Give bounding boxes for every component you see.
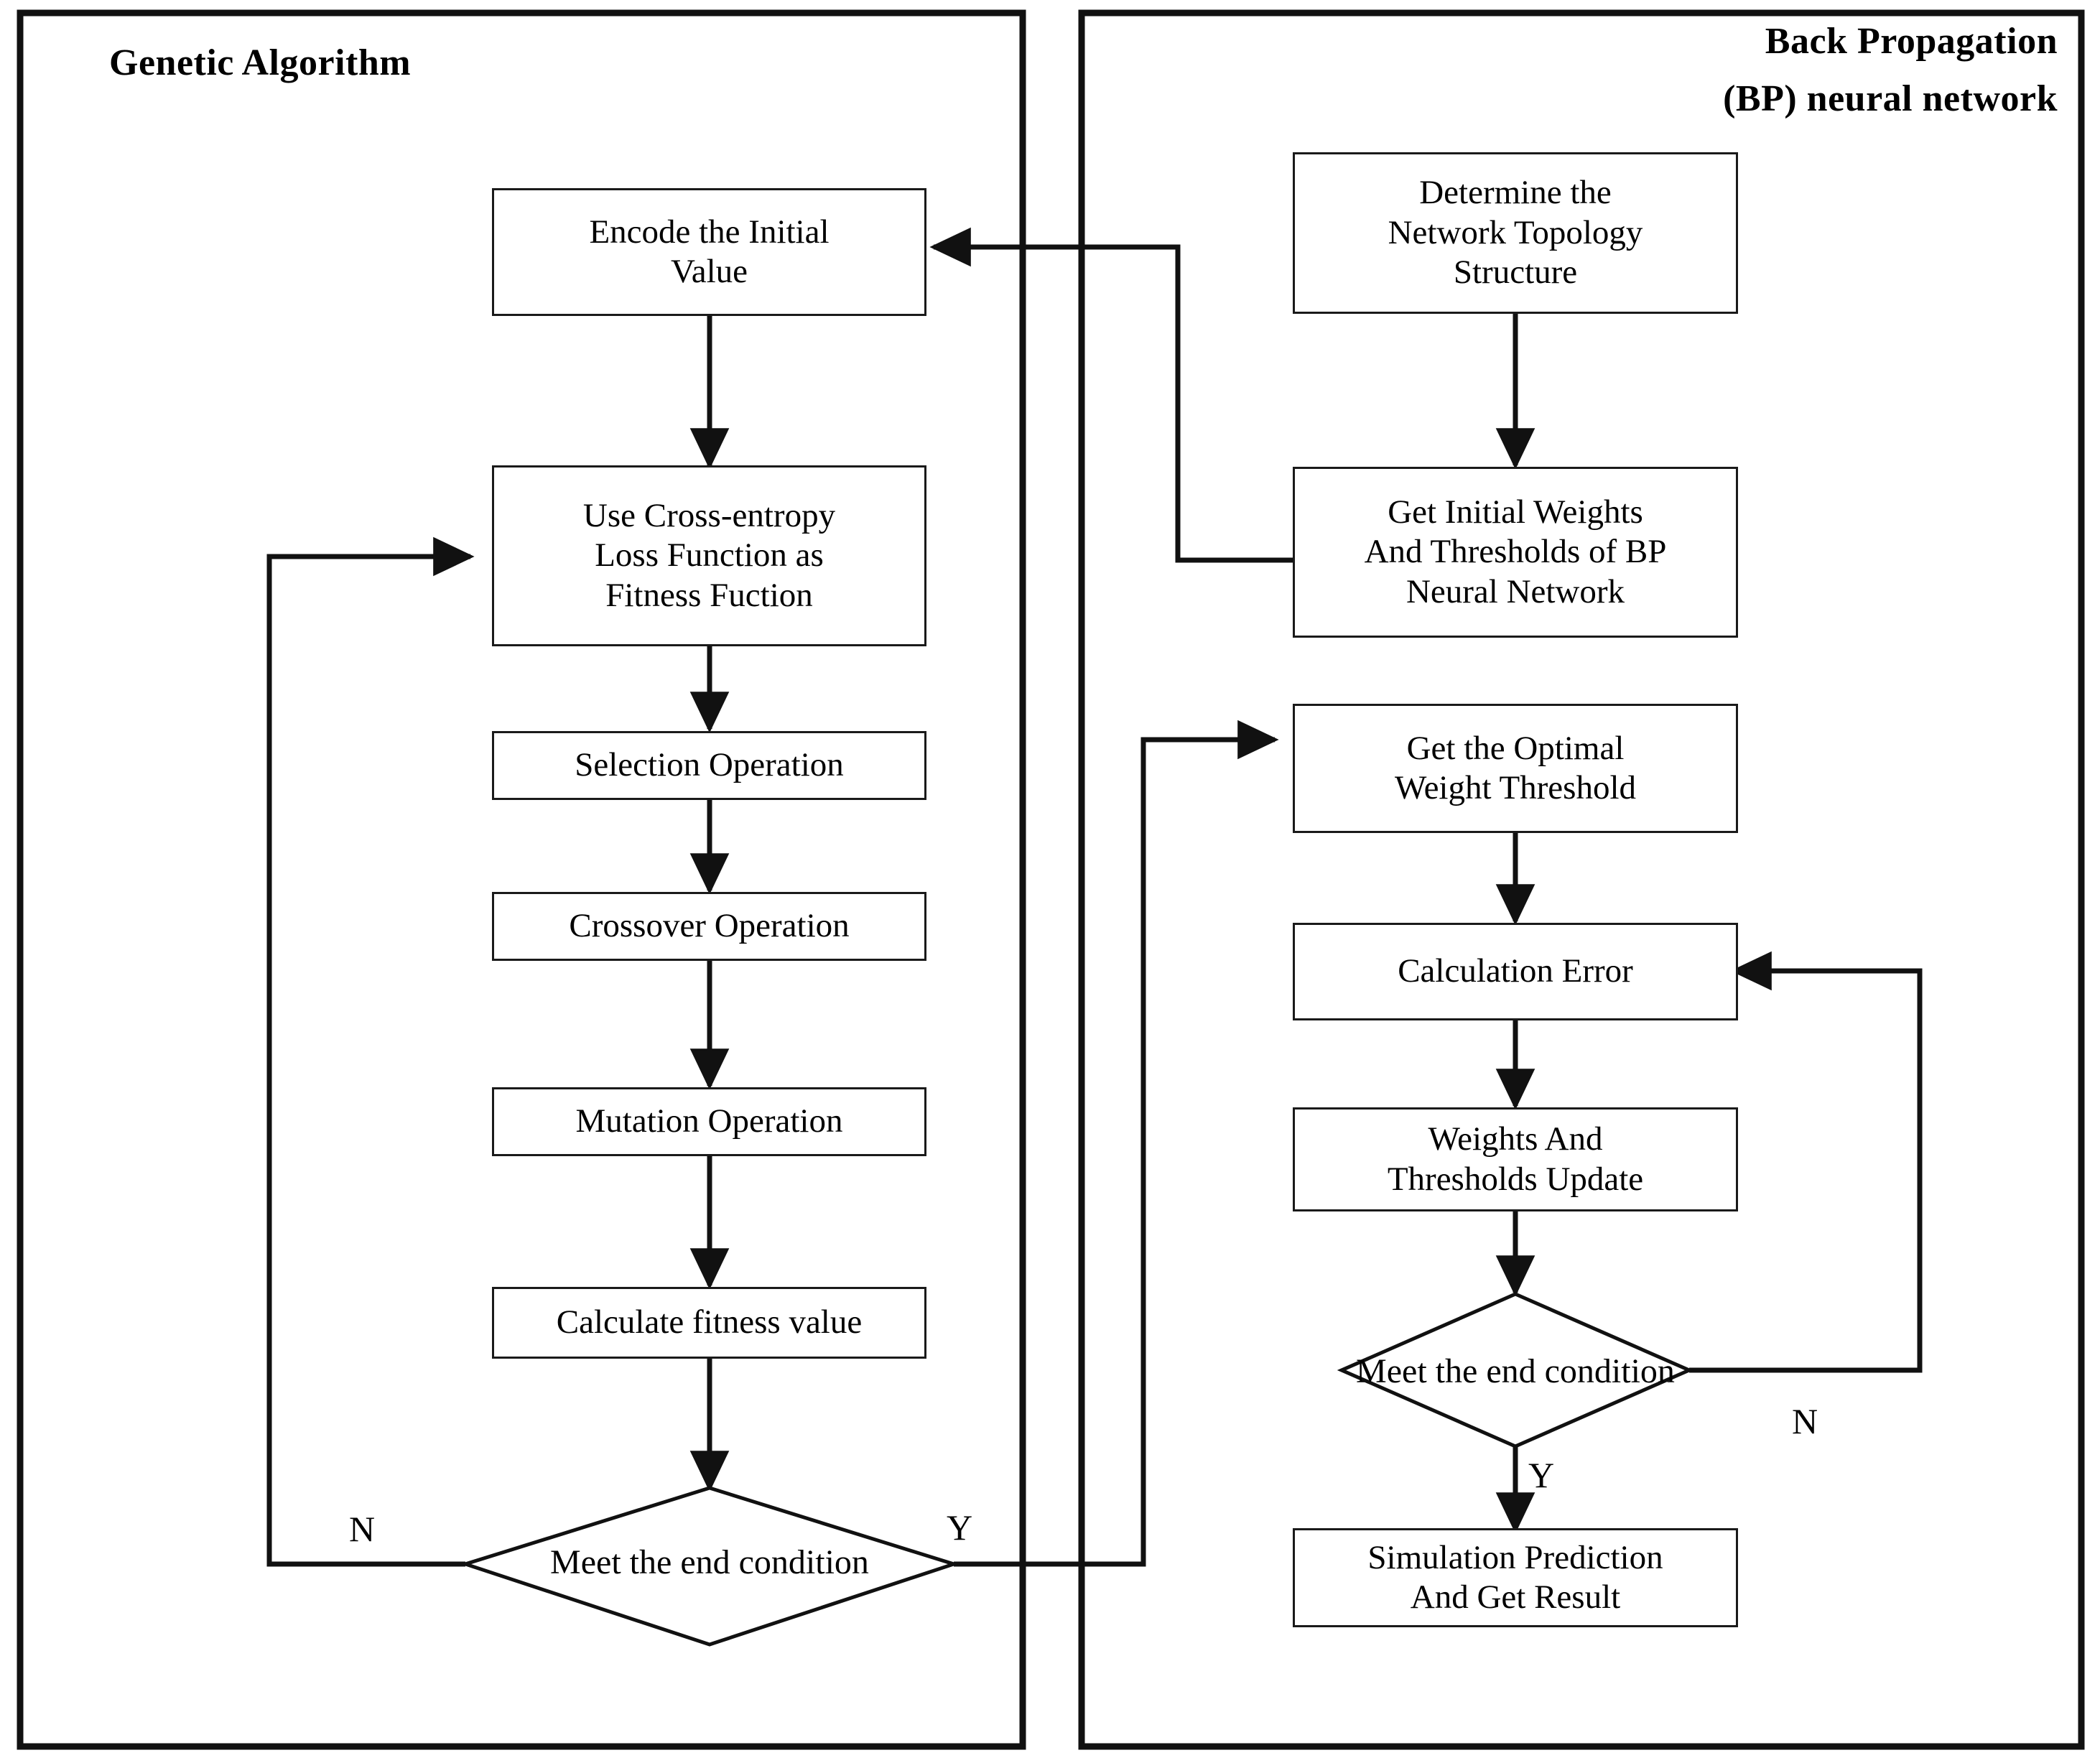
decision-shape-bp xyxy=(1337,1292,1694,1448)
node-mutation-operation[interactable]: Mutation Operation xyxy=(492,1087,926,1156)
node-encode-initial-value[interactable]: Encode the Initial Value xyxy=(492,188,926,316)
panel-title-genetic-algorithm: Genetic Algorithm xyxy=(109,42,412,83)
panel-title-bp-line1: Back Propagation xyxy=(1765,21,2058,62)
node-get-initial-weights[interactable]: Get Initial Weights And Thresholds of BP… xyxy=(1293,467,1738,638)
node-crossover-operation[interactable]: Crossover Operation xyxy=(492,892,926,961)
node-calculation-error[interactable]: Calculation Error xyxy=(1293,923,1738,1020)
node-get-optimal-weight[interactable]: Get the Optimal Weight Threshold xyxy=(1293,704,1738,833)
branch-label-ga-yes: Y xyxy=(947,1507,973,1548)
edge-ga-yes-to-optimal xyxy=(954,720,1279,1567)
node-simulation-prediction[interactable]: Simulation Prediction And Get Result xyxy=(1293,1528,1738,1627)
decision-shape-ga xyxy=(459,1486,960,1647)
branch-label-ga-no: N xyxy=(349,1509,376,1549)
node-selection-operation[interactable]: Selection Operation xyxy=(492,731,926,800)
branch-label-bp-no: N xyxy=(1792,1401,1818,1441)
node-cross-entropy-fitness[interactable]: Use Cross-entropy Loss Function as Fitne… xyxy=(492,465,926,646)
panel-frame-genetic-algorithm xyxy=(17,9,1026,1750)
node-weights-thresholds-update[interactable]: Weights And Thresholds Update xyxy=(1293,1107,1738,1211)
edge-bp-no-loop xyxy=(1689,951,1923,1373)
node-determine-network-topology[interactable]: Determine the Network Topology Structure xyxy=(1293,152,1738,314)
edge-ga-no-loop xyxy=(266,536,475,1567)
branch-label-bp-yes: Y xyxy=(1528,1455,1555,1495)
panel-title-bp-line2: (BP) neural network xyxy=(1723,78,2058,119)
node-calculate-fitness-value[interactable]: Calculate fitness value xyxy=(492,1287,926,1359)
edge-initial-weights-to-encode xyxy=(929,227,1293,563)
panel-frame-bp xyxy=(1078,9,2085,1750)
